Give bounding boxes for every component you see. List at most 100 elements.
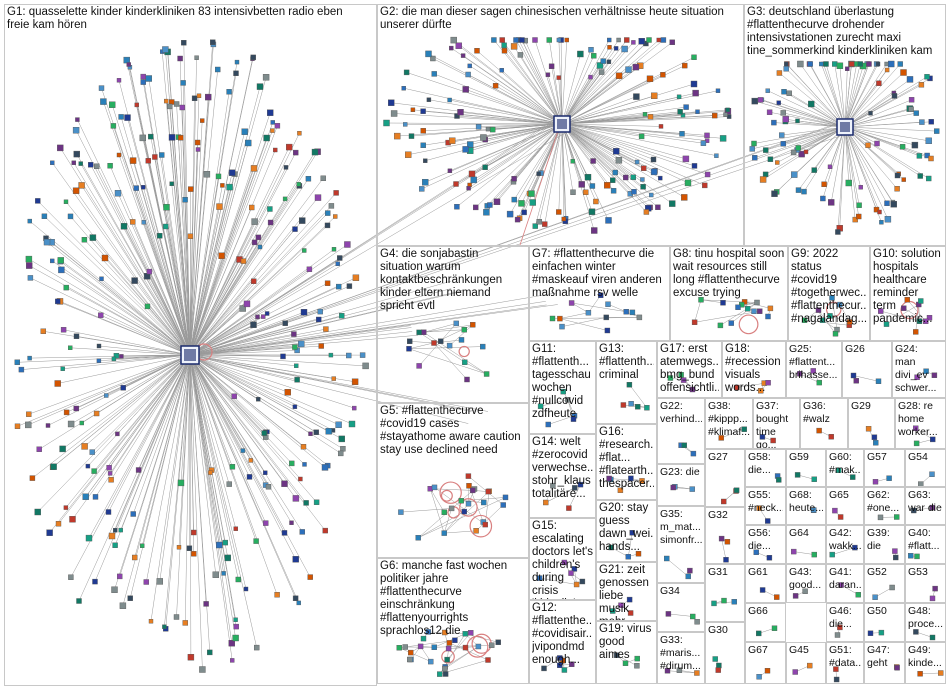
node-g2[interactable] [624, 37, 630, 43]
node-g7[interactable] [603, 314, 609, 321]
node-g8[interactable] [720, 300, 726, 306]
node-g42[interactable] [829, 551, 835, 558]
node-g19[interactable] [622, 660, 629, 666]
node-g1[interactable] [43, 238, 51, 246]
node-g1[interactable] [72, 126, 80, 134]
node-g3[interactable] [928, 119, 934, 125]
node-g2[interactable] [470, 176, 477, 184]
node-g1[interactable] [317, 308, 323, 315]
node-g2[interactable] [613, 148, 620, 155]
node-g1[interactable] [173, 101, 180, 107]
node-g3[interactable] [913, 110, 919, 116]
node-g5[interactable] [465, 501, 472, 507]
node-g1[interactable] [336, 283, 342, 290]
node-g1[interactable] [89, 449, 95, 455]
node-g1[interactable] [55, 298, 61, 305]
node-g1[interactable] [241, 128, 248, 135]
node-g4[interactable] [483, 371, 490, 377]
node-g2[interactable] [646, 37, 652, 43]
node-g8[interactable] [691, 319, 698, 325]
node-g2[interactable] [616, 37, 621, 43]
node-g34[interactable] [694, 619, 700, 625]
node-g1[interactable] [294, 363, 299, 368]
node-g1[interactable] [29, 475, 36, 481]
node-g3[interactable] [791, 171, 798, 178]
node-g8[interactable] [698, 297, 704, 303]
node-g2[interactable] [518, 200, 525, 207]
node-g1[interactable] [158, 152, 165, 158]
node-g1[interactable] [93, 163, 100, 170]
node-g9[interactable] [846, 319, 853, 325]
node-g2[interactable] [408, 133, 415, 139]
node-g2[interactable] [577, 50, 584, 58]
node-g2[interactable] [680, 113, 686, 118]
node-g34[interactable] [690, 613, 696, 620]
node-g2[interactable] [610, 188, 617, 194]
node-g2[interactable] [658, 175, 663, 181]
node-g1[interactable] [222, 539, 229, 546]
node-g1[interactable] [35, 198, 41, 204]
node-g2[interactable] [545, 72, 551, 77]
node-g1[interactable] [308, 431, 313, 436]
node-g2[interactable] [506, 210, 514, 218]
node-g3[interactable] [891, 93, 898, 99]
node-g1[interactable] [195, 147, 201, 152]
node-g6[interactable] [495, 639, 501, 645]
node-g37[interactable] [770, 437, 776, 444]
node-g3[interactable] [856, 213, 862, 220]
node-g35[interactable] [685, 573, 691, 580]
node-g1[interactable] [182, 196, 188, 203]
node-g53[interactable] [929, 595, 936, 602]
node-g3[interactable] [823, 61, 829, 67]
node-g1[interactable] [323, 326, 329, 332]
node-g15[interactable] [568, 570, 574, 576]
node-g1[interactable] [116, 78, 122, 83]
node-g2[interactable] [483, 209, 490, 216]
node-g1[interactable] [226, 89, 232, 95]
node-g30[interactable] [715, 667, 721, 673]
node-g61[interactable] [759, 587, 766, 593]
node-g2[interactable] [669, 200, 676, 207]
node-g1[interactable] [263, 470, 268, 475]
node-g4[interactable] [438, 338, 444, 344]
node-g5[interactable] [466, 483, 472, 489]
node-g3[interactable] [900, 69, 907, 76]
node-g2[interactable] [610, 177, 616, 183]
node-g58[interactable] [776, 477, 782, 483]
node-g1[interactable] [140, 79, 147, 85]
node-g3[interactable] [884, 67, 890, 73]
node-g1[interactable] [352, 405, 357, 411]
node-g1[interactable] [292, 556, 299, 563]
node-g2[interactable] [651, 92, 658, 100]
node-g2[interactable] [491, 37, 497, 43]
node-g1[interactable] [163, 203, 170, 211]
node-g3[interactable] [779, 132, 785, 138]
node-g1[interactable] [182, 620, 189, 626]
node-g2[interactable] [475, 123, 482, 130]
node-g2[interactable] [473, 204, 479, 211]
node-g1[interactable] [40, 328, 46, 334]
node-g43[interactable] [792, 593, 799, 599]
node-g1[interactable] [58, 266, 65, 274]
node-g1[interactable] [134, 102, 140, 108]
node-g1[interactable] [194, 139, 201, 146]
node-g11[interactable] [570, 416, 577, 422]
node-g1[interactable] [235, 576, 242, 583]
node-g28[interactable] [913, 425, 919, 431]
node-g1[interactable] [41, 213, 48, 220]
node-g1[interactable] [143, 579, 150, 585]
node-g1[interactable] [207, 649, 213, 656]
node-g1[interactable] [98, 312, 104, 318]
node-g1[interactable] [163, 98, 169, 104]
node-g8[interactable] [741, 299, 748, 305]
node-g1[interactable] [27, 355, 32, 361]
node-g2[interactable] [499, 67, 504, 73]
node-g1[interactable] [98, 85, 105, 91]
node-g2[interactable] [642, 112, 648, 117]
node-g1[interactable] [148, 619, 154, 624]
node-g1[interactable] [82, 493, 89, 500]
node-g1[interactable] [299, 529, 305, 535]
node-g2[interactable] [457, 108, 464, 116]
node-g3[interactable] [894, 172, 901, 179]
node-g1[interactable] [124, 114, 131, 121]
